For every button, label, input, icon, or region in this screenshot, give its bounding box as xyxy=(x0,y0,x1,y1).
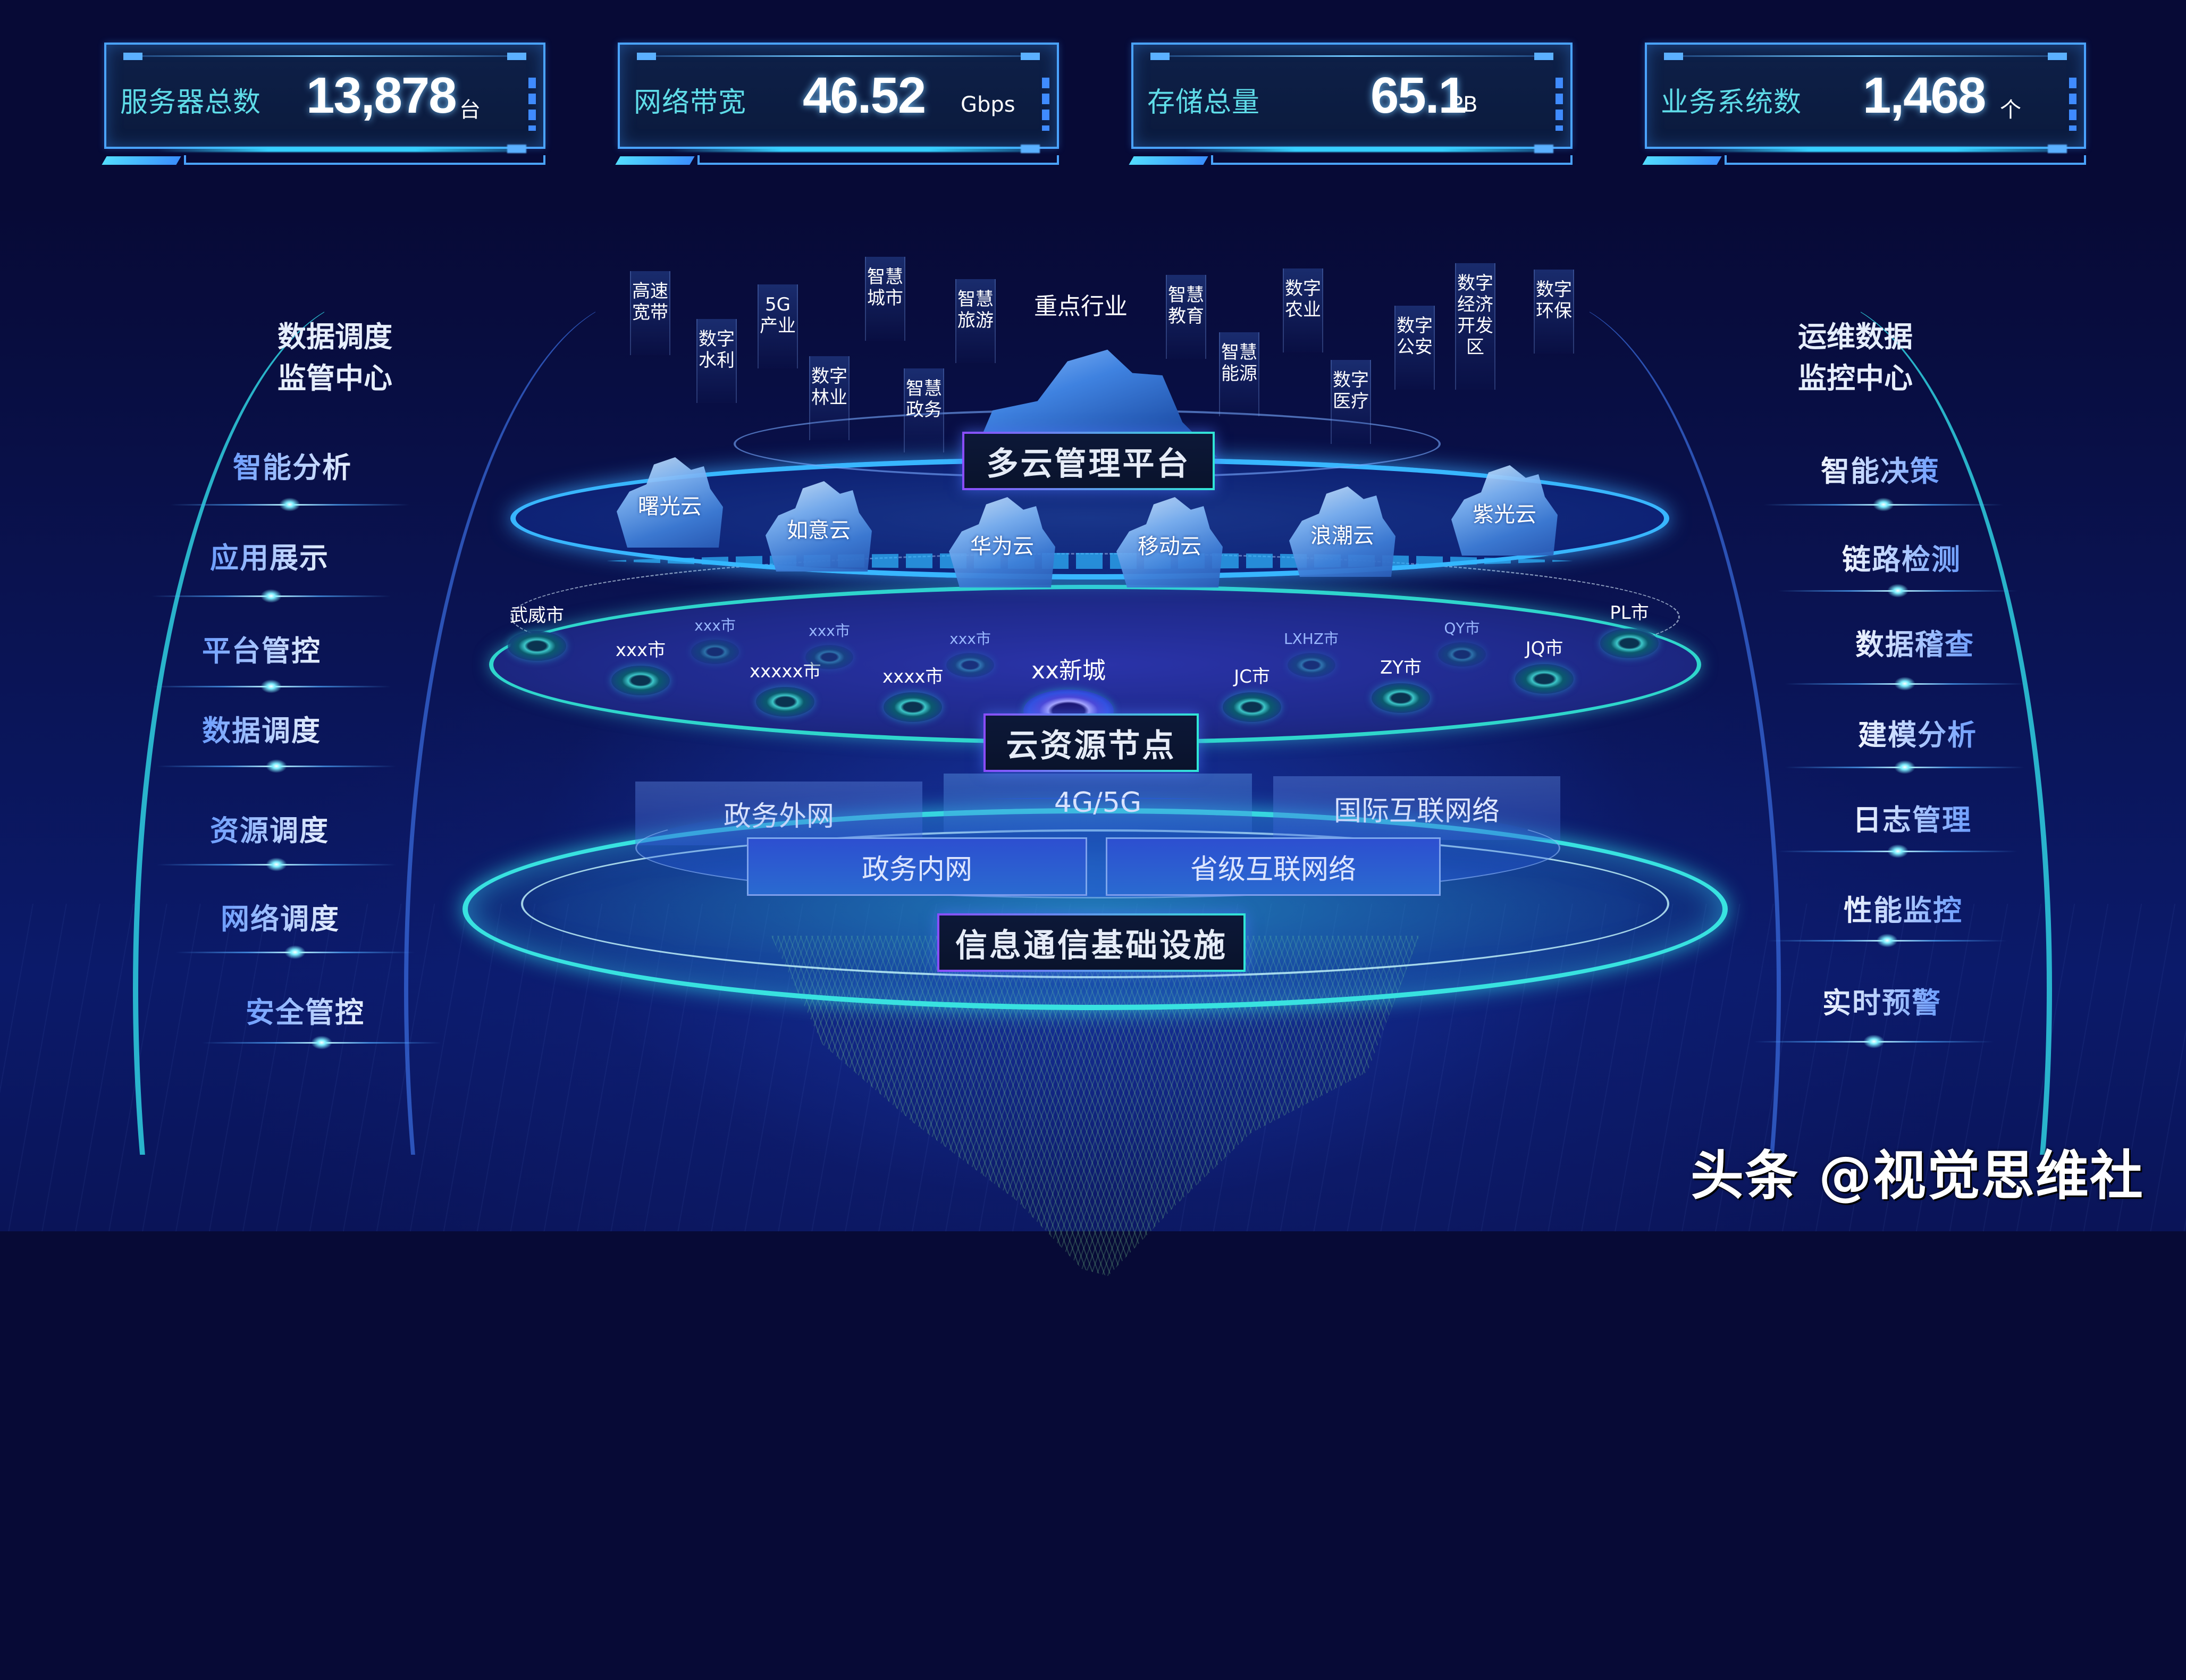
city-node[interactable]: LXHZ市 xyxy=(1284,627,1339,677)
divider xyxy=(1785,677,2024,691)
cloud-provider[interactable]: 移动云 xyxy=(1116,497,1223,587)
cloud-provider[interactable]: 紫光云 xyxy=(1451,465,1558,556)
layer-label-infrastructure: 信息通信基础设施 xyxy=(937,913,1246,972)
city-node[interactable]: QY市 xyxy=(1438,617,1486,667)
industry-tag[interactable]: 智慧城市 xyxy=(865,257,905,341)
city-node[interactable]: JQ市 xyxy=(1515,634,1574,694)
kpi-label: 存储总量 xyxy=(1147,87,1260,119)
city-node[interactable]: ZY市 xyxy=(1372,653,1430,713)
industry-tag[interactable]: 5G产业 xyxy=(758,284,798,368)
kpi-value: 1,468 xyxy=(1863,67,1986,124)
divider xyxy=(1785,760,2024,774)
right-menu-realtime-alert[interactable]: 实时预警 xyxy=(1822,979,1941,1021)
industry-tag[interactable]: 数字水利 xyxy=(696,319,737,403)
left-menu-platform-control[interactable]: 平台管控 xyxy=(202,627,321,669)
city-node[interactable]: xxx市 xyxy=(611,635,670,695)
indicator-dots-icon xyxy=(528,78,536,131)
right-panel-title: 运维数据 监控中心 xyxy=(1798,320,1913,395)
industry-tag[interactable]: 数字经济开发区 xyxy=(1455,263,1495,390)
left-menu-intelligent-analysis[interactable]: 智能分析 xyxy=(233,444,352,486)
layer-label-multicloud: 多云管理平台 xyxy=(962,432,1215,490)
kpi-label: 服务器总数 xyxy=(120,87,262,119)
kpi-unit: Gbps xyxy=(961,93,1015,117)
right-menu-intelligent-decision[interactable]: 智能决策 xyxy=(1821,448,1940,490)
city-node[interactable]: 武威市 xyxy=(508,601,566,661)
cloud-provider[interactable]: 浪潮云 xyxy=(1289,486,1395,577)
left-menu-data-dispatch[interactable]: 数据调度 xyxy=(202,707,321,749)
right-menu-modeling-analysis[interactable]: 建模分析 xyxy=(1858,711,1977,753)
divider xyxy=(170,498,409,511)
industry-tag[interactable]: 数字环保 xyxy=(1534,270,1574,354)
city-node[interactable]: xxx市 xyxy=(691,614,739,664)
city-node[interactable]: JC市 xyxy=(1223,662,1281,722)
divider xyxy=(157,858,396,871)
industry-tag[interactable]: 智慧政务 xyxy=(904,368,944,452)
kpi-card-bandwidth: 网络带宽 46.52 Gbps xyxy=(615,43,1059,165)
cloud-provider[interactable]: 如意云 xyxy=(766,481,872,572)
city-node[interactable]: xxx市 xyxy=(946,627,994,677)
kpi-card-storage: 存储总量 65.1 PB xyxy=(1129,43,1573,165)
watermark: 头条 @视觉思维社 xyxy=(1691,1145,2144,1207)
divider xyxy=(1768,934,2007,947)
kpi-unit: PB xyxy=(1450,93,1478,117)
divider xyxy=(175,945,415,959)
divider xyxy=(157,759,396,773)
divider xyxy=(1754,1035,1994,1048)
kpi-unit: 台 xyxy=(459,98,481,122)
kpi-value: 13,878 xyxy=(306,67,457,124)
divider xyxy=(1764,498,2003,511)
divider xyxy=(202,1036,441,1049)
right-menu-data-audit[interactable]: 数据稽查 xyxy=(1855,621,1974,663)
kpi-value: 46.52 xyxy=(803,67,926,124)
industry-tag[interactable]: 智慧教育 xyxy=(1166,275,1206,359)
kpi-card-servers: 服务器总数 13,878 台 xyxy=(102,43,545,165)
divider xyxy=(1778,584,2017,598)
industry-tag[interactable]: 智慧能源 xyxy=(1219,332,1259,416)
right-menu-log-management[interactable]: 日志管理 xyxy=(1853,796,1972,838)
industry-tag[interactable]: 智慧旅游 xyxy=(955,279,996,363)
cloud-provider[interactable]: 曙光云 xyxy=(617,457,723,548)
kpi-value: 65.1 xyxy=(1371,67,1467,124)
cloud-provider[interactable]: 华为云 xyxy=(949,497,1055,587)
industry-tag[interactable]: 高速宽带 xyxy=(630,271,670,355)
industry-tag[interactable]: 数字林业 xyxy=(809,356,850,440)
divider xyxy=(152,589,391,603)
left-menu-resource-dispatch[interactable]: 资源调度 xyxy=(210,807,329,849)
left-menu-security-control[interactable]: 安全管控 xyxy=(246,989,365,1031)
city-node[interactable]: xxxx市 xyxy=(882,662,943,722)
city-node[interactable]: PL市 xyxy=(1600,598,1659,658)
right-menu-performance-monitor[interactable]: 性能监控 xyxy=(1844,887,1963,929)
city-node[interactable]: xxx市 xyxy=(805,619,853,669)
city-node[interactable]: xxxxx市 xyxy=(750,657,821,717)
left-menu-app-display[interactable]: 应用展示 xyxy=(210,534,329,576)
left-panel-title: 数据调度 监管中心 xyxy=(278,320,392,395)
divider xyxy=(152,679,391,693)
indicator-dots-icon xyxy=(1042,78,1049,131)
industries-title: 重点行业 xyxy=(1034,293,1128,320)
indicator-dots-icon xyxy=(2069,78,2076,131)
network-provincial: 省级互联网络 xyxy=(1106,837,1441,896)
kpi-label: 业务系统数 xyxy=(1661,87,1802,119)
divider xyxy=(1778,844,2017,858)
kpi-label: 网络带宽 xyxy=(634,87,747,119)
industry-tag[interactable]: 数字医疗 xyxy=(1331,360,1371,444)
layer-label-cloud-nodes: 云资源节点 xyxy=(983,713,1199,772)
indicator-dots-icon xyxy=(1556,78,1563,131)
kpi-unit: 个 xyxy=(2000,98,2021,122)
network-gov-intranet: 政务内网 xyxy=(747,837,1087,896)
industry-tag[interactable]: 数字农业 xyxy=(1283,268,1323,352)
kpi-card-systems: 业务系统数 1,468 个 xyxy=(1642,43,2086,165)
right-menu-link-detection[interactable]: 链路检测 xyxy=(1842,536,1961,578)
industry-tag[interactable]: 数字公安 xyxy=(1394,306,1435,390)
left-menu-network-dispatch[interactable]: 网络调度 xyxy=(221,895,340,937)
